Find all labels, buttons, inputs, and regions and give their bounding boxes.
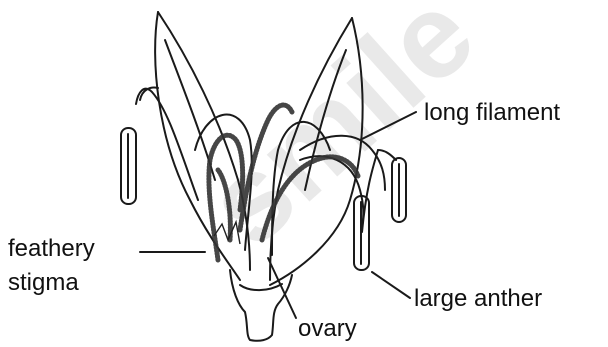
leader-long-filament <box>360 112 416 140</box>
label-ovary: ovary <box>298 316 357 342</box>
label-feathery: feathery <box>8 236 95 262</box>
leader-large-anther <box>372 272 410 298</box>
label-large-anther: large anther <box>414 286 542 312</box>
label-stigma: stigma <box>8 270 79 296</box>
label-long-filament: long filament <box>424 100 560 126</box>
right-bract <box>270 18 363 285</box>
